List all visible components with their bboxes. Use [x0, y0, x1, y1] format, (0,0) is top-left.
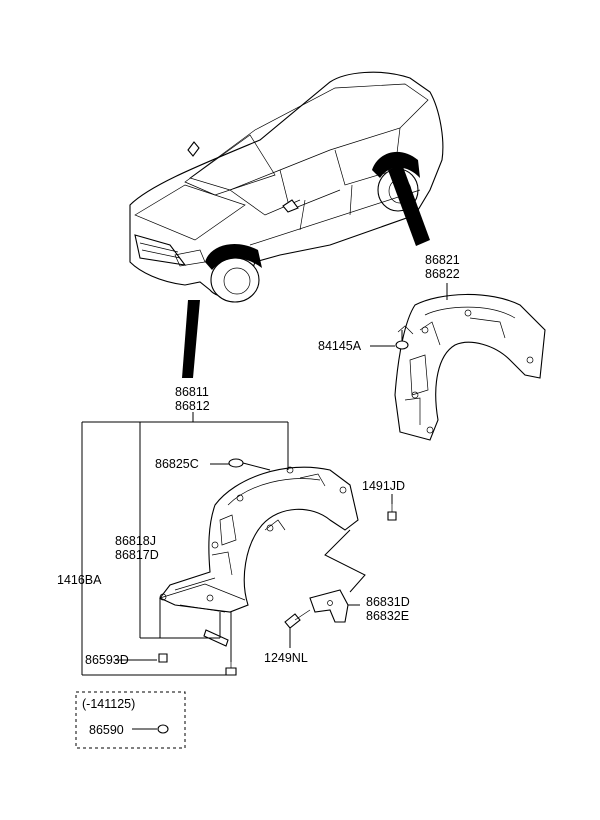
note-box [75, 691, 186, 749]
label-note-date: (-141125) [82, 697, 135, 711]
screw-86593d [158, 653, 168, 663]
screw-1249nl [284, 609, 311, 629]
label-86831d: 86831D [366, 595, 410, 609]
label-86825c: 86825C [155, 457, 199, 471]
clip-86825c [228, 458, 244, 468]
bracket-86831d [309, 589, 349, 623]
bolt-1491jd [387, 504, 397, 521]
front-leader-arrow [182, 300, 200, 378]
label-86822: 86822 [425, 267, 460, 281]
label-1416ba: 1416BA [57, 573, 102, 587]
label-86832e: 86832E [366, 609, 409, 623]
leader-lines [81, 283, 448, 730]
rear-wheel-liner [394, 293, 546, 441]
label-86811: 86811 [175, 385, 209, 399]
label-86593d: 86593D [85, 653, 129, 667]
label-86821: 86821 [425, 253, 460, 267]
label-1249nl: 1249NL [264, 651, 308, 665]
screw-bottom [225, 660, 237, 676]
label-86590: 86590 [89, 723, 124, 737]
rear-leader-arrow [388, 164, 430, 246]
label-84145a: 84145A [318, 339, 362, 353]
car-illustration [129, 71, 444, 303]
label-86818j: 86818J [115, 534, 156, 548]
label-86817d: 86817D [115, 548, 159, 562]
clip-86590 [157, 724, 169, 734]
label-1491jd: 1491JD [362, 479, 405, 493]
label-86812: 86812 [175, 399, 210, 413]
front-wheel-liner [159, 466, 359, 613]
